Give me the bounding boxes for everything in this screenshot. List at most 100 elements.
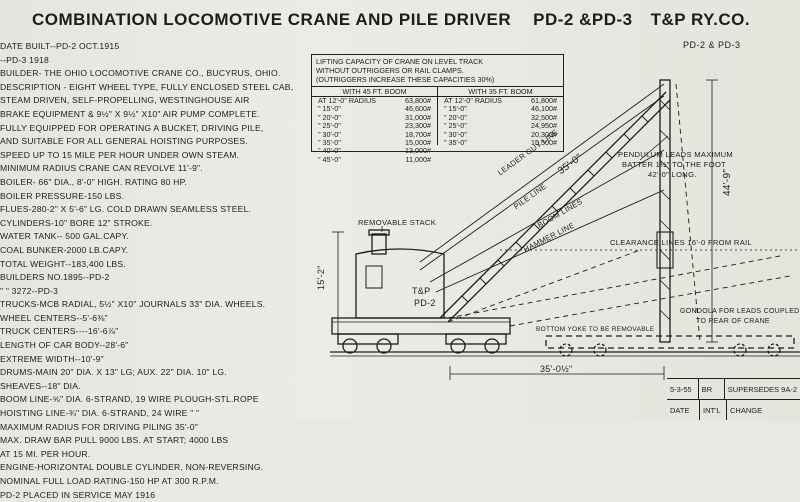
spec-line: WHEEL CENTERS--5'-6⅜" [0, 312, 108, 323]
drawing-title: COMBINATION LOCOMOTIVE CRANE AND PILE DR… [32, 10, 750, 30]
spec-line: AND SUITABLE FOR ALL GENERAL HOISTING PU… [0, 136, 248, 147]
battered-leads-dashed [675, 83, 701, 343]
lifting-column-title: WITH 45 FT. BOOM [312, 87, 437, 97]
crane-drawing [330, 79, 800, 380]
lifting-table-row: " 25'-0"24,950# [442, 121, 559, 131]
lifting-radius-cell: " 20'-0" [318, 112, 341, 122]
spec-line: BUILDERS NO.1895--PD-2 [0, 272, 110, 283]
crane-cab [355, 248, 445, 319]
lifting-radius-cell: AT 12'-0" RADIUS [318, 96, 376, 105]
lifting-table-row: " 35'-0" 15,500# [442, 138, 559, 148]
lifting-radius-cell: " 15'-0" [444, 104, 467, 114]
spec-line: LENGTH OF CAR BODY--28'-6" [0, 340, 129, 351]
spec-line: ENGINE-HORIZONTAL DOUBLE CYLINDER, NON-R… [0, 462, 264, 473]
lifting-capacity-cell: 32,500# [531, 112, 557, 122]
spec-line: BUILDER- THE OHIO LOCOMOTIVE CRANE CO., … [0, 68, 281, 79]
lifting-capacity-cell: 46,100# [531, 104, 557, 114]
lifting-capacity-cell: 46,600# [405, 104, 431, 114]
lifting-radius-cell: " 35'-0" [444, 138, 467, 148]
spec-line: COAL BUNKER-2000 LB.CAPY. [0, 244, 129, 255]
lifting-column-title: WITH 35 FT. BOOM [438, 87, 563, 97]
lifting-radius-cell: " 25'-0" [318, 121, 341, 131]
revision-change-label: CHANGE [730, 405, 763, 415]
spec-line: SHEAVES--18" DIA. [0, 380, 81, 391]
lifting-table-row: " 30'-0"18,700# [316, 129, 433, 139]
revision-date-value: 5-3-55 [667, 379, 699, 399]
spec-line: MINIMUM RADIUS CRANE CAN REVOLVE 11'-9". [0, 163, 203, 174]
spec-line: BOILER- 66" DIA., 8'-0" HIGH. RATING 80 … [0, 176, 187, 187]
spec-line: TOTAL WEIGHT--183,400 LBS. [0, 258, 126, 269]
lifting-capacity-cell: 63,800# [405, 96, 431, 105]
lifting-table-row: " 15'-0" 46,100# [442, 104, 559, 114]
spec-line: DESCRIPTION - EIGHT WHEEL TYPE, FULLY EN… [0, 81, 294, 92]
lifting-header-line: WITHOUT OUTRIGGERS OR RAIL CLAMPS. [316, 66, 464, 75]
lifting-header-line: LIFTING CAPACITY OF CRANE ON LEVEL TRACK [316, 57, 484, 66]
spec-line: NOMINAL FULL LOAD RATING-150 HP AT 300 R… [0, 476, 219, 486]
lifting-table-row: AT 12'-0" RADIUS 63,800# [316, 96, 433, 105]
pile-line [419, 95, 665, 271]
lifting-capacity-cell: 15,500# [531, 138, 557, 148]
revision-initials-value: BR [699, 379, 725, 399]
spec-line: SPEED UP TO 15 MILE PER HOUR UNDER OWN S… [0, 149, 240, 160]
spec-line: AT 15 MI. PER HOUR. [0, 448, 91, 459]
lifting-table-row: " 15'-0"46,600# [316, 104, 433, 114]
lifting-radius-cell: " 20'-0" [444, 112, 467, 122]
removable-stack [371, 233, 387, 255]
spec-line: " " 3272--PD-3 [0, 285, 59, 296]
wheel [484, 338, 500, 354]
pendulum-note-line1: PENDULUM LEADS MAXIMUM [618, 150, 734, 159]
lifting-capacity-cell: 13,000# [405, 146, 431, 156]
spec-line: BRAKE EQUIPMENT & 9½" X 9½" X10" AIR PUM… [0, 108, 260, 119]
title-model: PD-2 &PD-3 [533, 10, 633, 29]
spec-line: BOILER PRESSURE-150 LBS. [0, 190, 125, 201]
leader-guy-line [419, 83, 665, 263]
removable-stack-label: REMOVABLE STACK [358, 218, 437, 227]
wheel [342, 338, 358, 354]
lifting-table-row: " 45'-0"11,000# [316, 154, 433, 164]
spec-line: MAX. DRAW BAR PULL 9000 LBS. AT START; 4… [0, 435, 229, 446]
spec-line: DATE BUILT--PD-2 OCT.1915 [0, 41, 120, 51]
lifting-capacity-cell: 24,950# [531, 121, 557, 131]
hammer-line [435, 189, 665, 293]
boom-lower-chord [439, 91, 667, 319]
boom-upper-chord [447, 99, 671, 323]
lifting-radius-cell: " 35'-0" [318, 138, 341, 148]
spec-line: TRUCK CENTERS----16'-6⅞" [0, 326, 119, 337]
cab-height-dimension-label: 15'-2" [316, 265, 326, 290]
lifting-table-row: " 35'-0"15,000# [316, 138, 433, 148]
revision-supersedes: SUPERSEDES 9A-2 [727, 384, 797, 394]
spec-line: STEAM DRIVEN, SELF-PROPELLING, WESTINGHO… [0, 95, 250, 106]
bottom-yoke-label: BOTTOM YOKE TO BE REMOVABLE [536, 326, 655, 333]
title-railroad: T&P RY.CO. [650, 10, 751, 29]
pendulum-note-line2: BATTER 1½" TO THE FOOT [622, 160, 727, 169]
cab-lettering-number: PD-2 [414, 298, 436, 308]
wheel [376, 338, 392, 354]
spec-line: HOISTING LINE-¾" DIA. 6-STRAND, 24 WIRE … [0, 408, 200, 419]
model-label-right: PD-2 & PD-3 [683, 40, 741, 50]
lifting-capacity-table: LIFTING CAPACITY OF CRANE ON LEVEL TRACK… [311, 54, 564, 164]
height-dimension-label: 44'-9" [722, 168, 733, 196]
lifting-header-line: (OUTRIGGERS INCREASE THESE CAPACITIES 30… [316, 75, 495, 84]
base-dimension-label: 35'-0½" [540, 364, 573, 374]
spec-line: CYLINDERS-10" BORE 12" STROKE. [0, 217, 153, 228]
lifting-table-row: " 40'-0"13,000# [316, 146, 433, 156]
lifting-radius-cell: " 30'-0" [444, 129, 467, 139]
spec-line: FLUES-280-2" X 5'-6" LG. COLD DRAWN SEAM… [0, 204, 252, 215]
spec-line: PD-2 PLACED IN SERVICE MAY 1916 [0, 489, 156, 500]
spec-line: TRUCKS-MCB RADIAL, 5½" X10" JOURNALS 33"… [0, 299, 266, 310]
gondola-note-line2: TO REAR OF CRANE [696, 318, 770, 325]
lifting-capacity-cell: 11,000# [405, 154, 431, 164]
spec-line: EXTREME WIDTH--10'-9" [0, 353, 104, 364]
cab-window [365, 265, 383, 289]
spec-line: DRUMS-MAIN 20" DIA. X 13" LG; AUX. 22" D… [0, 367, 227, 378]
lifting-table-row: " 20'-0"31,000# [316, 112, 433, 122]
lifting-radius-cell: " 30'-0" [318, 129, 341, 139]
revision-date-label: DATE [667, 400, 700, 420]
boom-line [429, 149, 665, 283]
lifting-table-row: " 20'-0" 32,500# [442, 112, 559, 122]
spec-line: --PD-3 1918 [0, 54, 50, 65]
wheel [450, 338, 466, 354]
